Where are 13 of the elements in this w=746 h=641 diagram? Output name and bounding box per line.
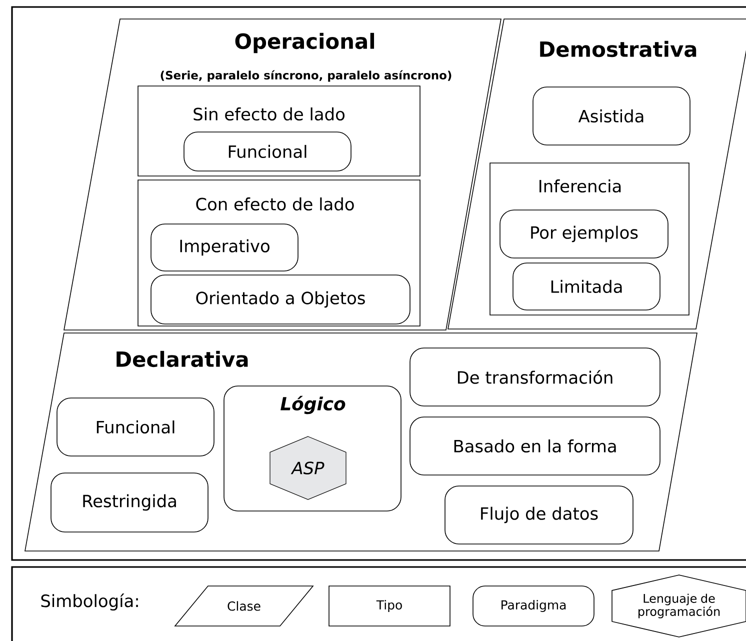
paradigm-box: Por ejemplos [500,210,668,258]
language-hexagon: ASP [270,436,346,500]
legend-heading: Simbología: [41,593,138,611]
paradigm-box: Asistida [532,86,690,146]
paradigm-box: Basado en la forma [410,416,660,476]
paradigm-box: Flujo de datos [444,486,634,544]
paradigm-box: Funcional [184,132,352,172]
paradigm-box: Funcional [56,398,214,456]
paradigm-box: Orientado a Objetos [150,274,410,324]
paradigm-box: Restringida [50,472,208,532]
paradigm-box: Imperativo [150,224,298,272]
paradigm-box: Limitada [512,262,660,310]
paradigm-box: De transformación [410,348,660,406]
